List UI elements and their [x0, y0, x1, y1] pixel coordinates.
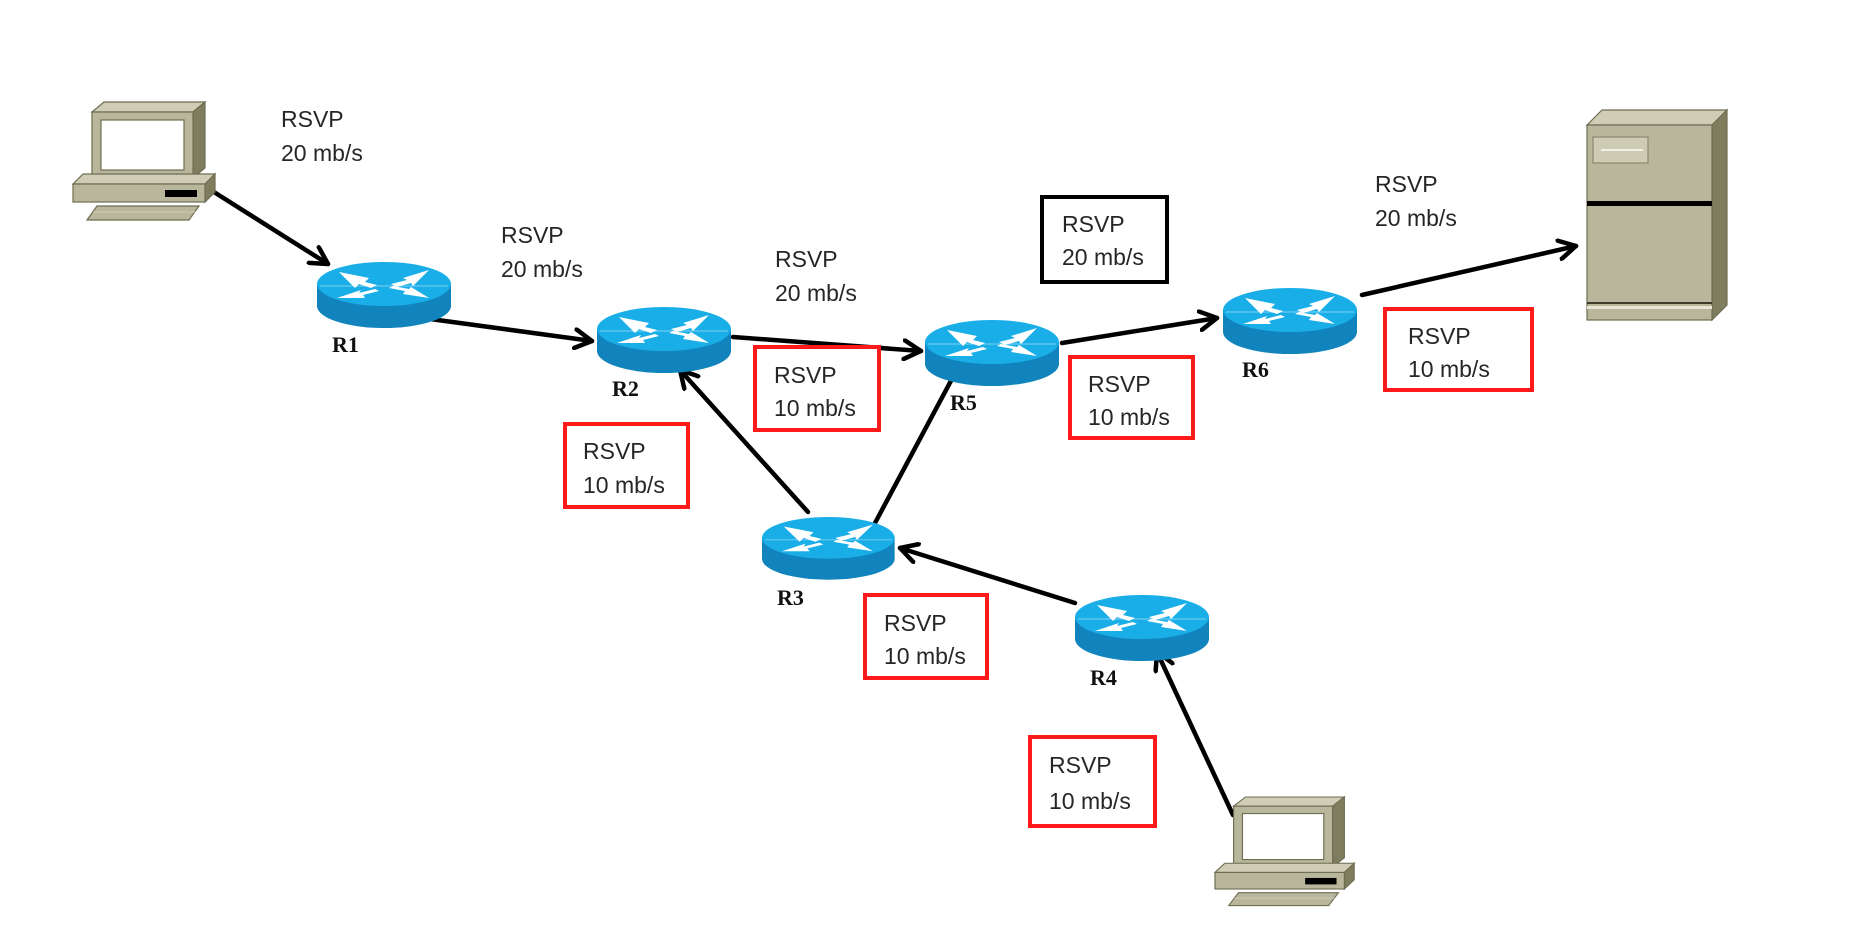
router-r4-icon[interactable] [1074, 594, 1210, 662]
reservation-box-host-b-r4: RSVP 10 mb/s [1028, 735, 1157, 828]
annotation-protocol: RSVP [1049, 752, 1112, 778]
link-r2-r5 [730, 334, 924, 351]
annotation-protocol: RSVP [1088, 371, 1151, 397]
annotation-protocol: RSVP [501, 222, 564, 248]
link-r1-r2 [420, 315, 595, 341]
router-r2-icon[interactable] [596, 306, 732, 374]
annotation-rate: 10 mb/s [884, 643, 966, 669]
router-r5-label: R5 [950, 390, 977, 415]
link-r3-r5 [872, 374, 956, 526]
reservation-box-r6-server: RSVP 10 mb/s [1383, 307, 1534, 392]
annotation-host-a-r1: RSVP 20 mb/s [281, 106, 363, 166]
reservation-box-r2-r5: RSVP 10 mb/s [753, 345, 881, 432]
reservation-box-r4-r3: RSVP 10 mb/s [863, 593, 989, 680]
annotation-rate: 10 mb/s [1408, 356, 1490, 382]
router-r2-label: R2 [612, 376, 639, 401]
annotation-r6-server: RSVP 20 mb/s [1375, 171, 1457, 231]
router-r1-label: R1 [332, 332, 359, 357]
link-r6-server [1359, 246, 1579, 298]
router-r6-icon[interactable] [1222, 287, 1358, 355]
link-r4-r3 [897, 548, 1078, 606]
annotation-protocol: RSVP [1408, 323, 1471, 349]
router-r5-icon[interactable] [924, 319, 1060, 387]
link-r3-r2 [677, 367, 811, 515]
annotation-protocol: RSVP [775, 246, 838, 272]
link-host-b-r4 [1157, 649, 1236, 818]
annotation-rate: 20 mb/s [281, 140, 363, 166]
annotation-protocol: RSVP [884, 610, 947, 636]
annotation-protocol: RSVP [1375, 171, 1438, 197]
reservation-box-r3-r2: RSVP 10 mb/s [563, 422, 690, 509]
host-b-workstation-icon[interactable] [1214, 796, 1355, 907]
router-r6-label: R6 [1242, 357, 1269, 382]
annotation-rate: 20 mb/s [1062, 244, 1144, 270]
annotation-rate: 10 mb/s [1088, 404, 1170, 430]
host-a-workstation-icon[interactable] [72, 101, 216, 221]
reservation-box-r5-r6: RSVP 10 mb/s [1068, 355, 1195, 440]
router-r3-label: R3 [777, 585, 804, 610]
annotation-protocol: RSVP [774, 362, 837, 388]
annotation-rate: 20 mb/s [1375, 205, 1457, 231]
annotation-protocol: RSVP [281, 106, 344, 132]
annotation-protocol: RSVP [583, 438, 646, 464]
annotation-r2-r5: RSVP 20 mb/s [775, 246, 857, 306]
annotation-rate: 10 mb/s [583, 472, 665, 498]
annotation-rate: 20 mb/s [775, 280, 857, 306]
annotation-r5-r6-highlight-box: RSVP 20 mb/s [1040, 195, 1169, 284]
annotation-protocol: RSVP [1062, 211, 1125, 237]
annotation-rate: 10 mb/s [774, 395, 856, 421]
link-host-a-r1 [203, 184, 331, 267]
router-r4-label: R4 [1090, 665, 1117, 690]
link-r5-r6 [1059, 318, 1220, 346]
links [203, 184, 1579, 818]
annotation-rate: 20 mb/s [501, 256, 583, 282]
server-icon[interactable] [1585, 108, 1729, 322]
router-r1-icon[interactable] [316, 261, 452, 329]
router-r3-icon[interactable] [761, 516, 896, 581]
annotation-r1-r2: RSVP 20 mb/s [501, 222, 583, 282]
annotation-rate: 10 mb/s [1049, 788, 1131, 814]
